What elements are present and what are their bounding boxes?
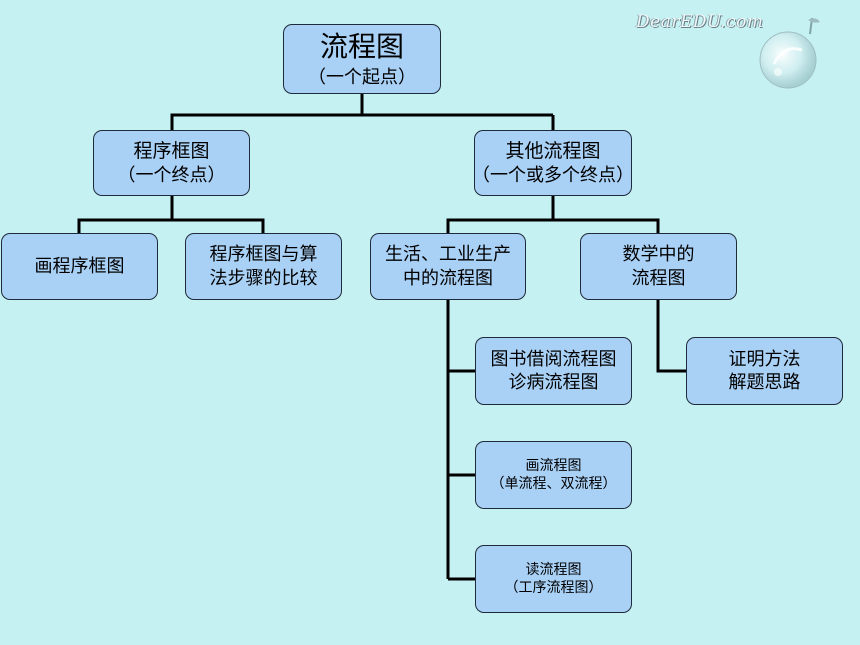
node-program-flowchart-title: 程序框图 xyxy=(133,139,210,162)
root-node-title: 流程图 xyxy=(319,30,404,64)
node-library-medical: 图书借阅流程图 诊病流程图 xyxy=(475,337,632,405)
node-life-industry-line1: 生活、工业生产 xyxy=(385,244,511,266)
glass-orb-icon xyxy=(759,17,820,89)
node-math-flowchart: 数学中的 流程图 xyxy=(580,233,737,300)
node-math-flowchart-line2: 流程图 xyxy=(631,267,686,289)
node-other-flowchart-subtitle: （一个或多个终点） xyxy=(472,164,634,186)
connector-program-right xyxy=(172,218,265,233)
root-node-flowchart: 流程图 （一个起点） xyxy=(283,24,441,94)
node-math-flowchart-line1: 数学中的 xyxy=(622,244,695,266)
node-proof-method-line1: 证明方法 xyxy=(728,348,801,370)
node-compare-algorithm-line1: 程序框图与算 xyxy=(209,244,318,266)
connector-other-right xyxy=(553,218,660,233)
node-draw-program-flowchart: 画程序框图 xyxy=(1,233,158,300)
node-program-flowchart-subtitle: （一个终点） xyxy=(117,164,226,186)
connector-program-children xyxy=(77,196,174,233)
connector-math-child xyxy=(656,300,686,373)
node-library-medical-line1: 图书借阅流程图 xyxy=(490,348,617,370)
node-read-flowchart-line1: 读流程图 xyxy=(525,561,582,578)
node-proof-method-line2: 解题思路 xyxy=(728,372,801,393)
node-draw-program-flowchart-text: 画程序框图 xyxy=(34,255,125,277)
node-program-flowchart: 程序框图 （一个终点） xyxy=(93,130,250,196)
dearedu-logo: DearEDU.com xyxy=(636,12,764,32)
node-draw-flowchart-line1: 画流程图 xyxy=(525,457,582,474)
node-life-industry: 生活、工业生产 中的流程图 xyxy=(370,233,526,300)
connector-root-children xyxy=(170,94,364,130)
node-draw-flowchart-line2: （单流程、双流程） xyxy=(490,476,617,492)
node-read-flowchart-line2: （工序流程图） xyxy=(504,580,603,596)
node-draw-flowchart: 画流程图 （单流程、双流程） xyxy=(475,441,632,509)
node-read-flowchart: 读流程图 （工序流程图） xyxy=(475,545,632,613)
node-library-medical-line2: 诊病流程图 xyxy=(508,372,599,393)
node-compare-algorithm: 程序框图与算 法步骤的比较 xyxy=(185,233,342,300)
connector-other-children xyxy=(446,196,555,233)
node-life-industry-line2: 中的流程图 xyxy=(403,267,493,289)
root-node-subtitle: （一个起点） xyxy=(308,66,416,88)
node-proof-method: 证明方法 解题思路 xyxy=(686,337,843,405)
node-compare-algorithm-line2: 法步骤的比较 xyxy=(209,267,318,289)
node-other-flowchart-title: 其他流程图 xyxy=(505,139,601,162)
node-other-flowchart: 其他流程图 （一个或多个终点） xyxy=(472,130,634,196)
